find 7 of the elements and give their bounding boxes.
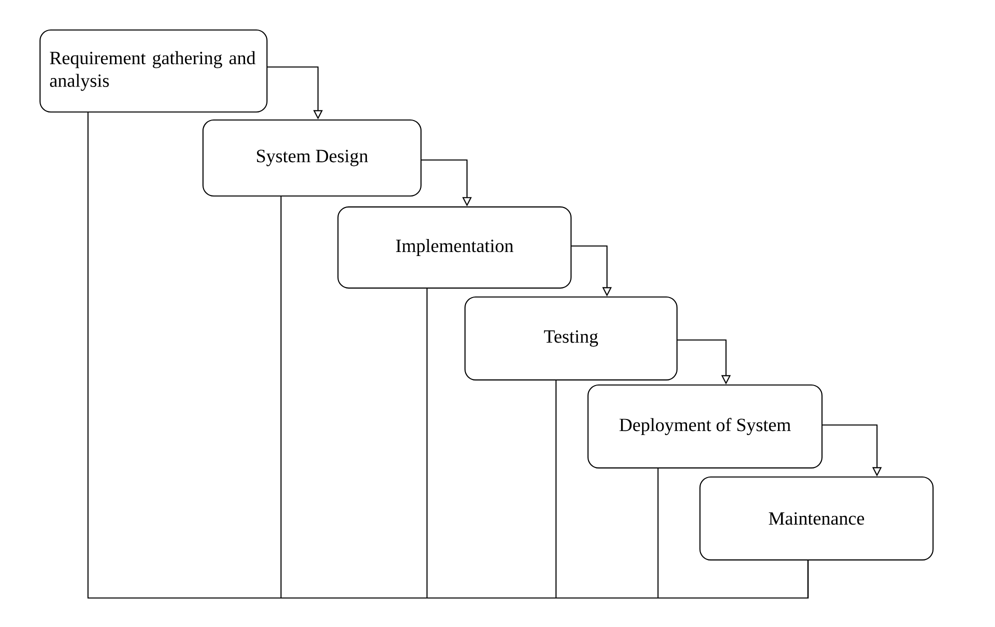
- process-box: Requirement gathering and analysis: [40, 29, 268, 113]
- connector: [657, 468, 809, 599]
- process-box: Implementation: [337, 206, 572, 289]
- process-box: Deployment of System: [587, 384, 823, 468]
- process-box: System Design: [202, 119, 422, 197]
- process-box: Maintenance: [699, 476, 934, 560]
- process-box: Testing: [464, 296, 678, 380]
